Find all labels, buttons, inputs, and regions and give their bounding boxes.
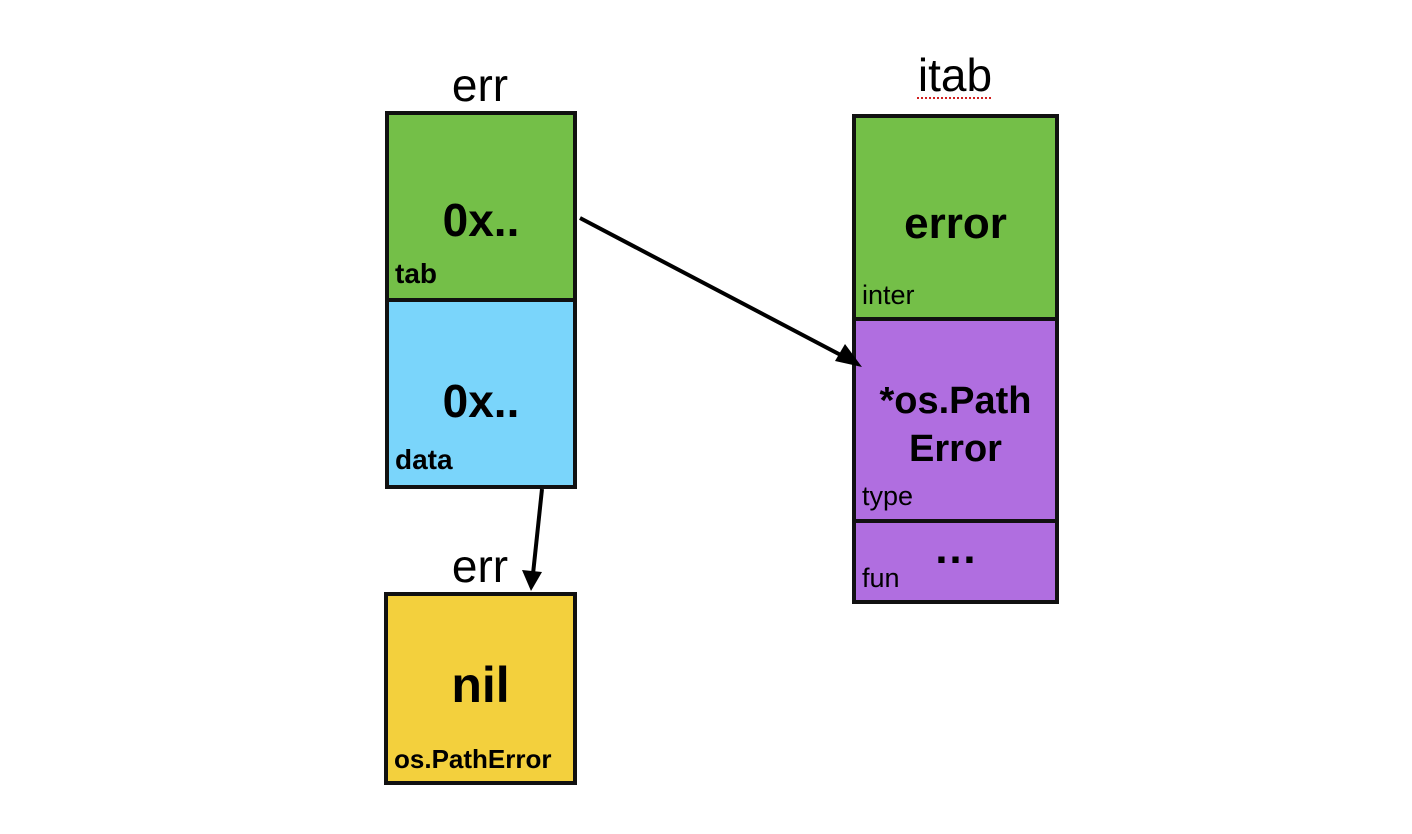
itab-inter-label: inter	[862, 280, 915, 310]
itab-fun-value: …	[933, 524, 978, 573]
path-error-cell: nil os.PathError	[384, 592, 577, 785]
tab-to-type-arrow	[579, 216, 856, 364]
itab-fun-cell: … fun	[852, 519, 1059, 604]
itab-type-cell: *os.Path Error type	[852, 317, 1059, 523]
itab-type-value-line1: *os.Path	[879, 380, 1032, 422]
itab-inter-value: error	[904, 199, 1007, 248]
err-data-cell: 0x.. data	[385, 298, 577, 489]
itab-title: itab	[852, 52, 1058, 98]
err-data-label: data	[395, 444, 453, 475]
err-tab-label: tab	[395, 258, 437, 289]
path-error-label: os.PathError	[394, 744, 552, 774]
path-error-value: nil	[451, 657, 510, 713]
target-err-title: err	[451, 540, 509, 592]
itab-type-value-line2: Error	[909, 428, 1002, 470]
err-tab-cell: 0x.. tab	[385, 111, 577, 302]
err-data-value: 0x..	[442, 375, 520, 427]
itab-title-text: itab	[917, 49, 993, 101]
itab-inter-cell: error inter	[852, 114, 1059, 321]
itab-type-label: type	[862, 481, 914, 511]
err-tab-value: 0x..	[442, 194, 520, 246]
err-title: err	[451, 59, 509, 111]
itab-fun-label: fun	[862, 563, 900, 593]
